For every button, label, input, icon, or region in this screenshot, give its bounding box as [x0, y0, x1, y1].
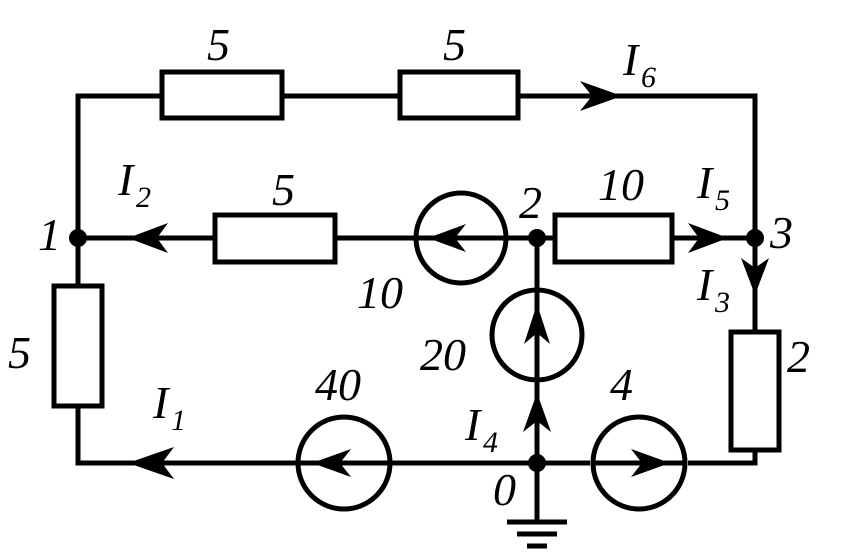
label-source-mid: 10: [357, 267, 403, 318]
resistor-right: [728, 329, 782, 453]
wire-left-lower: [75, 406, 298, 466]
svg-text:3: 3: [714, 286, 730, 319]
svg-text:6: 6: [641, 61, 656, 94]
source-vertical: [489, 287, 585, 383]
wire-right-lower: [688, 450, 758, 466]
current-label-i1: I 1: [152, 377, 186, 437]
source-mid: [413, 190, 509, 286]
svg-text:I: I: [696, 157, 715, 208]
source-bottom-left: [295, 414, 393, 512]
node-0-dot: [528, 454, 546, 472]
label-resistor-mid-left: 5: [272, 164, 295, 215]
label-resistor-right: 2: [787, 331, 810, 382]
svg-text:I: I: [152, 377, 171, 428]
current-label-i5: I 5: [696, 157, 730, 217]
node-2-dot: [528, 229, 546, 247]
resistor-top-left: [159, 69, 285, 121]
resistor-mid-right: [552, 212, 675, 265]
source-bottom-right: [590, 414, 688, 512]
current-arrow-i5: [688, 223, 728, 253]
svg-text:I: I: [117, 154, 136, 205]
current-label-i4: I 4: [464, 399, 498, 459]
current-label-i6: I 6: [622, 34, 656, 94]
svg-text:5: 5: [715, 184, 730, 217]
current-arrow-i1: [128, 447, 174, 479]
current-label-i2: I 2: [117, 154, 151, 214]
resistor-mid-left: [212, 212, 338, 265]
svg-text:I: I: [622, 34, 641, 85]
current-arrow-i6: [580, 81, 622, 111]
current-arrow-i2: [128, 223, 168, 253]
label-source-bottom-left: 40: [315, 359, 361, 410]
label-source-vertical: 20: [420, 329, 466, 380]
current-arrow-i3: [741, 258, 769, 295]
current-arrow-i4: [523, 393, 551, 432]
node-3-dot: [746, 229, 764, 247]
label-resistor-left: 5: [8, 327, 31, 378]
label-node-2: 2: [519, 177, 542, 228]
node-1-dot: [69, 229, 87, 247]
resistor-top-right: [397, 69, 521, 121]
ground-symbol: [507, 519, 567, 549]
svg-text:I: I: [464, 399, 483, 450]
svg-text:I: I: [696, 259, 715, 310]
label-resistor-top-left: 5: [207, 19, 230, 70]
svg-text:2: 2: [136, 181, 151, 214]
svg-text:4: 4: [483, 426, 498, 459]
label-source-bottom-right: 4: [610, 359, 633, 410]
wire-top-left: [75, 93, 162, 238]
svg-text:1: 1: [171, 404, 186, 437]
resistor-left: [51, 283, 105, 409]
current-label-i3: I 3: [696, 259, 730, 319]
label-node-0: 0: [493, 464, 516, 515]
label-node-1: 1: [38, 209, 61, 260]
label-resistor-top-right: 5: [443, 19, 466, 70]
label-node-3: 3: [769, 207, 793, 258]
label-resistor-mid-right: 10: [598, 159, 644, 210]
